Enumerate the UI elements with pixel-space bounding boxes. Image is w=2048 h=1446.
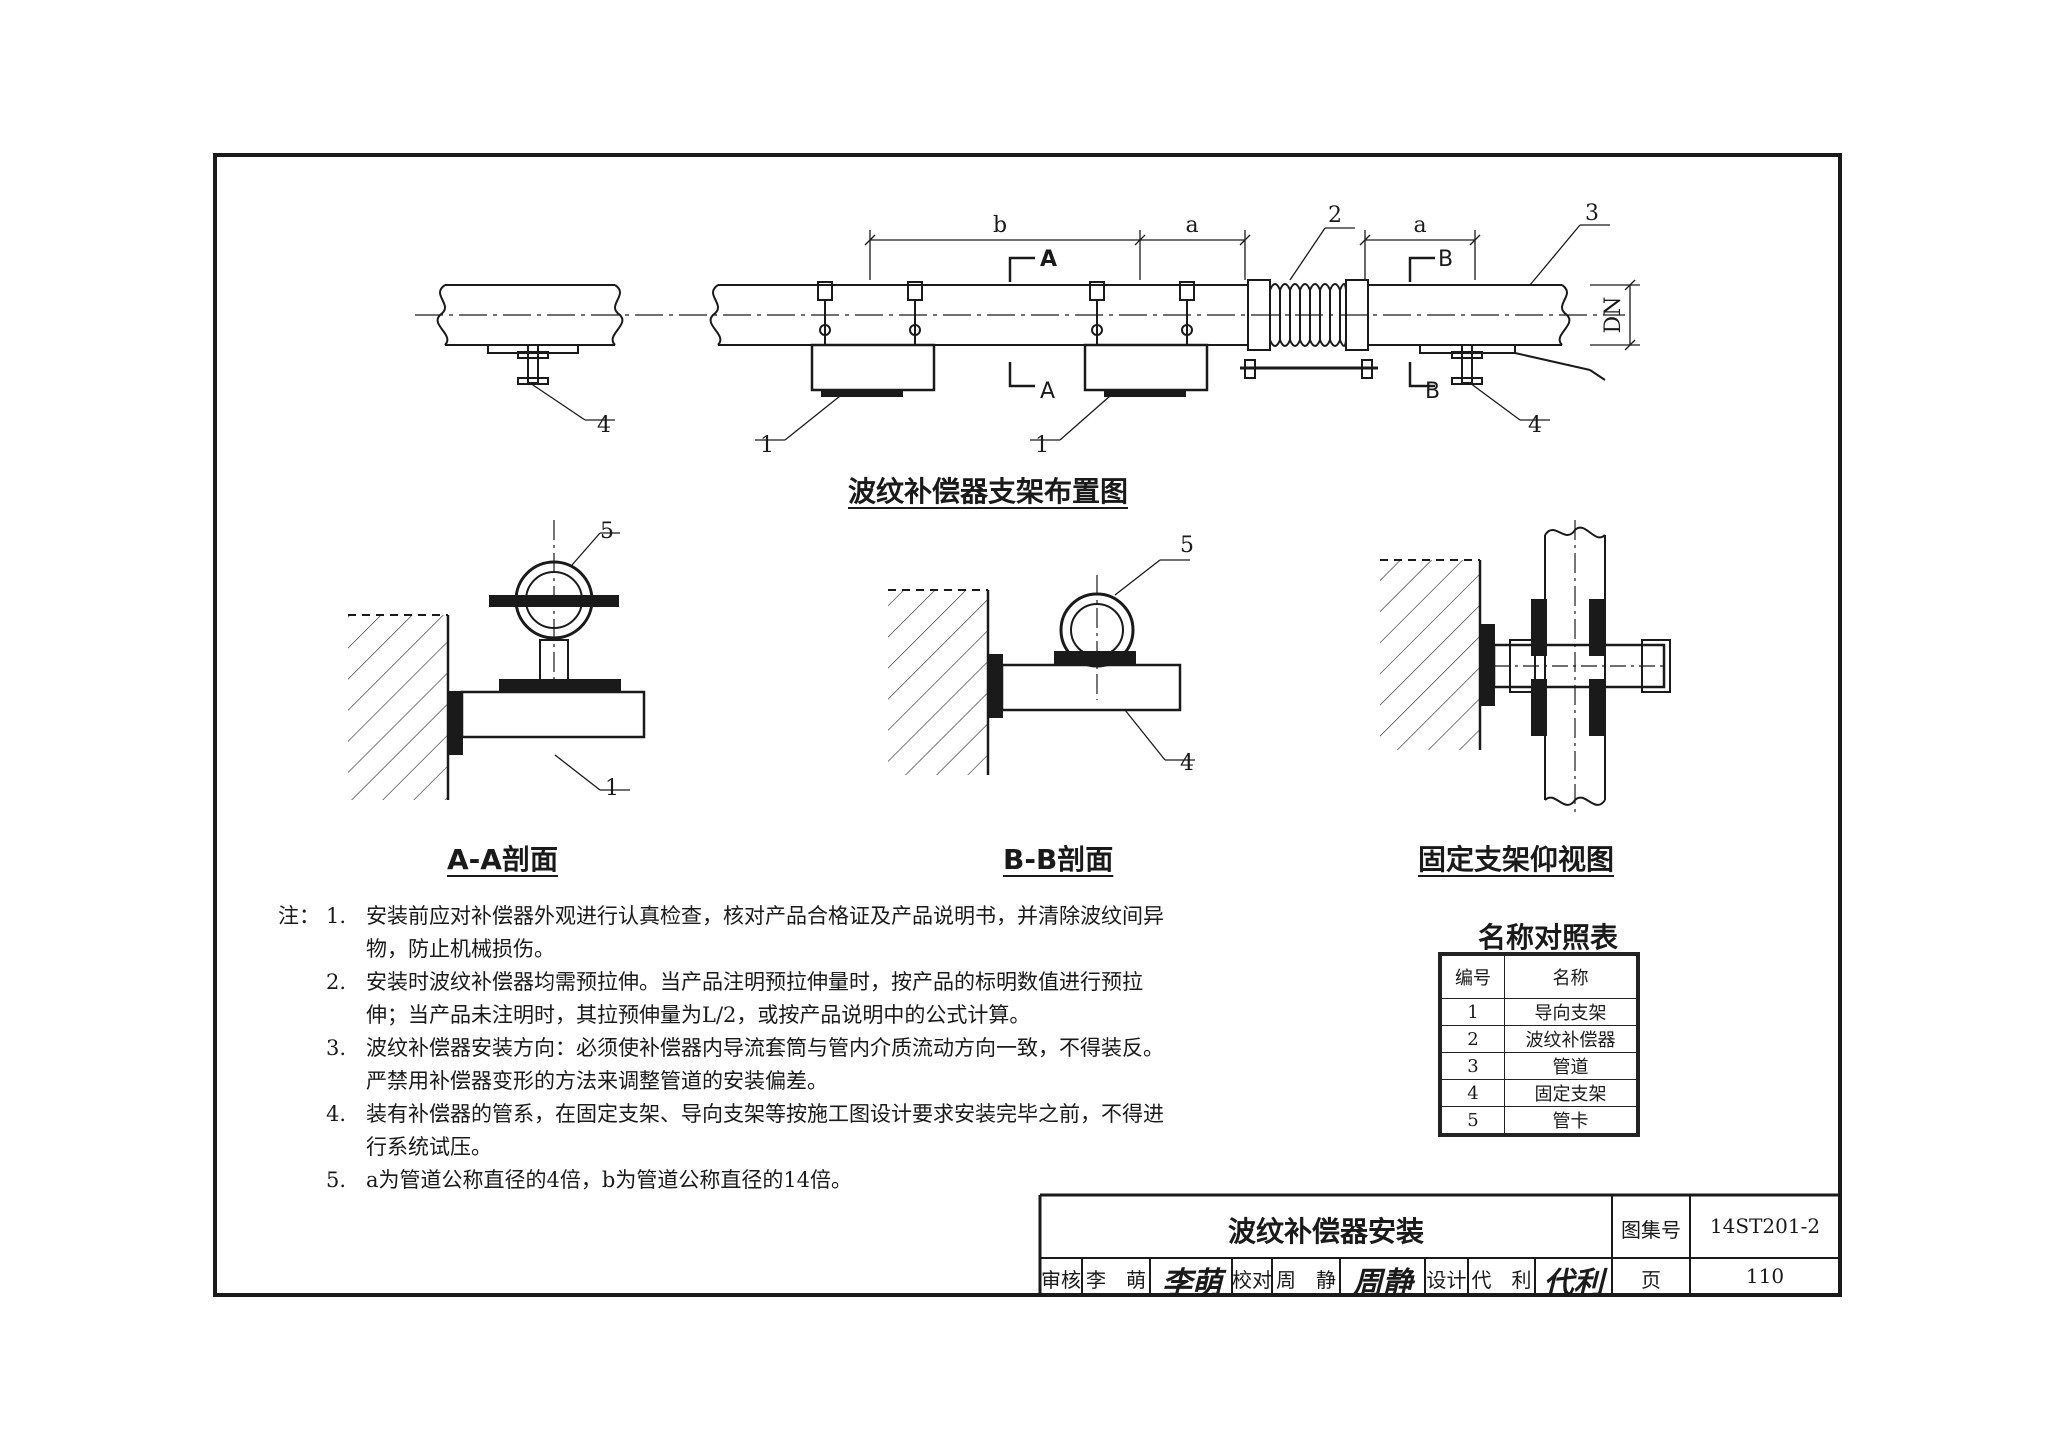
section-bb: 5 4 [888, 533, 1195, 776]
section-mark-b-top: B [1438, 247, 1453, 272]
callout-3: 3 [1585, 201, 1599, 226]
note-text: 安装时波纹补偿器均需预拉伸。当产品注明预拉伸量时，按产品的标明数值进行预拉伸；当… [366, 970, 1143, 1027]
note-number: 4. [326, 1102, 347, 1126]
callout-1-right: 1 [1035, 433, 1049, 458]
legend-number: 4 [1441, 1079, 1505, 1107]
guide-support-2 [1083, 281, 1209, 397]
legend-header-number: 编号 [1441, 955, 1505, 999]
legend-row: 5 管卡 [1441, 1106, 1637, 1134]
legend-number: 1 [1441, 998, 1505, 1026]
note-item: 4. 装有补偿器的管系，在固定支架、导向支架等按施工图设计要求安装完毕之前，不得… [278, 1098, 1178, 1164]
legend-number: 3 [1441, 1052, 1505, 1080]
fixed-bracket-beam [1000, 663, 1182, 712]
callout-2: 2 [1328, 203, 1342, 228]
page-label: 页 [1641, 1268, 1661, 1292]
note-number: 5. [326, 1168, 347, 1192]
bottom-view [1380, 520, 1671, 815]
pipe-vertical [1544, 520, 1606, 815]
wall-aa [348, 615, 448, 800]
notes-prefix: 注： [278, 904, 320, 928]
caption-top-view: 波纹补偿器支架布置图 [848, 475, 1129, 508]
legend-name: 固定支架 [1504, 1079, 1637, 1107]
section-mark-a-top: A [1040, 247, 1057, 272]
drawing-frame [213, 153, 1842, 1297]
top-view: b a a DN A A B B 4 1 1 2 3 4 [415, 201, 1640, 458]
caption-bottom-view: 固定支架仰视图 [1418, 843, 1615, 876]
callout-1-aa: 1 [605, 776, 619, 801]
legend-header-row: 编号 名称 [1441, 955, 1637, 999]
legend-number: 2 [1441, 1025, 1505, 1053]
wall-bb [888, 590, 988, 775]
checker-signature: 周静 [1352, 1266, 1413, 1301]
page-number: 110 [1745, 1264, 1785, 1288]
callout-5-aa: 5 [600, 519, 614, 544]
legend-name: 管卡 [1504, 1106, 1637, 1134]
design-label: 设计 [1426, 1268, 1467, 1292]
legend-name: 管道 [1504, 1052, 1637, 1080]
caption-section-bb: B-B剖面 [1003, 843, 1114, 876]
callout-4-bb: 4 [1180, 751, 1194, 776]
section-aa: 5 1 [348, 519, 646, 801]
legend-name: 导向支架 [1504, 998, 1637, 1026]
check-label: 校对 [1232, 1268, 1272, 1292]
dim-dn-label: DN [1601, 297, 1626, 334]
note-text: 波纹补偿器安装方向：必须使补偿器内导流套筒与管内介质流动方向一致，不得装反。严禁… [366, 1036, 1164, 1093]
reviewer-name: 李 萌 [1086, 1268, 1146, 1292]
note-text: a为管道公称直径的4倍，b为管道公称直径的14倍。 [366, 1168, 853, 1192]
legend-header-name: 名称 [1504, 955, 1637, 999]
callout-4-right: 4 [1528, 413, 1542, 438]
note-number: 3. [326, 1036, 347, 1060]
callout-5-bb: 5 [1180, 533, 1194, 558]
dim-a-label-2: a [1413, 213, 1426, 238]
fixed-bracket-plan [1492, 643, 1666, 689]
atlas-label: 图集号 [1621, 1218, 1681, 1242]
note-text: 装有补偿器的管系，在固定支架、导向支架等按施工图设计要求安装完毕之前，不得进行系… [366, 1102, 1164, 1159]
guide-bracket-beam [460, 690, 646, 739]
legend-row: 2 波纹补偿器 [1441, 1025, 1637, 1053]
caption-section-aa: A-A剖面 [447, 843, 558, 876]
fixed-support-left [487, 344, 579, 385]
reviewer-signature: 李萌 [1162, 1266, 1222, 1301]
callout-1-left: 1 [760, 433, 774, 458]
legend-table: 编号 名称 1 导向支架 2 波纹补偿器 3 管道 4 固定支架 5 管卡 [1438, 952, 1640, 1137]
dim-b-label: b [993, 213, 1007, 238]
section-mark-a-bottom: A [1040, 379, 1055, 404]
designer-name: 代 利 [1471, 1268, 1532, 1292]
legend-row: 4 固定支架 [1441, 1079, 1637, 1107]
note-text: 安装前应对补偿器外观进行认真检查，核对产品合格证及产品说明书，并清除波纹间异物，… [366, 904, 1164, 961]
note-item: 5. a为管道公称直径的4倍，b为管道公称直径的14倍。 [278, 1164, 1178, 1197]
review-label: 审核 [1041, 1268, 1081, 1292]
legend-title: 名称对照表 [1477, 921, 1618, 954]
note-item: 注： 1. 安装前应对补偿器外观进行认真检查，核对产品合格证及产品说明书，并清除… [278, 900, 1178, 966]
title-block-frame [1038, 1193, 1840, 1295]
callout-4-left: 4 [597, 413, 611, 438]
guide-support-1 [810, 281, 936, 397]
section-cut-marks [1008, 256, 1435, 388]
atlas-number: 14ST201-2 [1709, 1214, 1821, 1238]
note-item: 2. 安装时波纹补偿器均需预拉伸。当产品注明预拉伸量时，按产品的标明数值进行预拉… [278, 966, 1178, 1032]
legend-row: 1 导向支架 [1441, 998, 1637, 1026]
leader-lines [529, 224, 1610, 441]
designer-signature: 代利 [1543, 1266, 1604, 1301]
wall-bottom-view [1380, 560, 1480, 750]
note-number: 2. [326, 970, 347, 994]
note-item: 3. 波纹补偿器安装方向：必须使补偿器内导流套筒与管内介质流动方向一致，不得装反… [278, 1032, 1178, 1098]
notes-block: 注： 1. 安装前应对补偿器外观进行认真检查，核对产品合格证及产品说明书，并清除… [278, 900, 1178, 1197]
fixed-support-right [1419, 344, 1606, 385]
note-number: 1. [326, 904, 347, 928]
legend-number: 5 [1441, 1106, 1505, 1134]
section-mark-b-bottom: B [1425, 379, 1440, 404]
legend-row: 3 管道 [1441, 1052, 1637, 1080]
drawing-title: 波纹补偿器安装 [1227, 1215, 1424, 1248]
dim-a-label-1: a [1185, 213, 1198, 238]
dimension-lines [864, 230, 1640, 351]
legend-name: 波纹补偿器 [1504, 1025, 1637, 1053]
checker-name: 周 静 [1276, 1268, 1336, 1292]
bellows-compensator [1240, 279, 1378, 379]
